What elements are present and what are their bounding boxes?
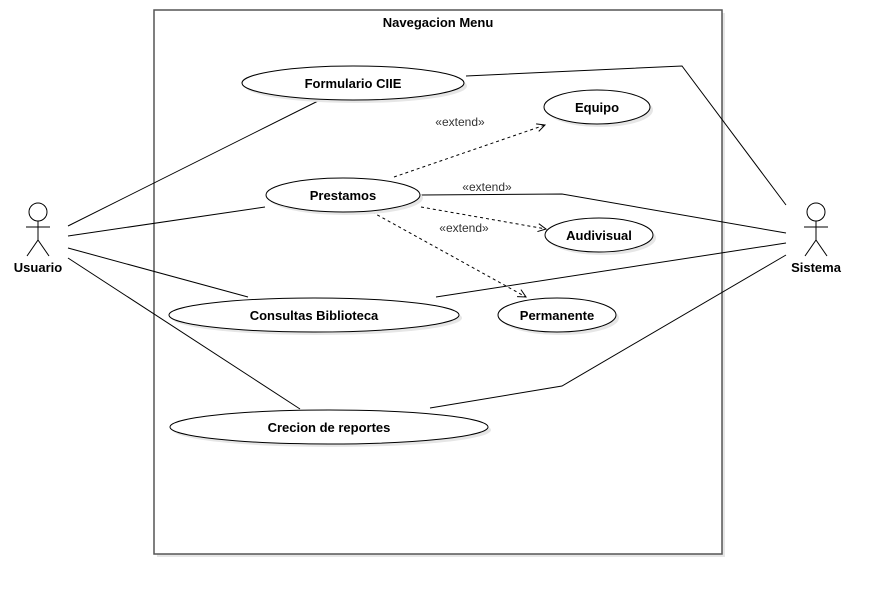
- stick-figure-icon: [804, 202, 828, 257]
- use-case-equipo[interactable]: Equipo: [543, 89, 653, 127]
- use-case-reportes[interactable]: Crecion de reportes: [169, 409, 491, 447]
- extend-relations: «extend» «extend» «extend»: [371, 115, 546, 297]
- use-case-prestamos-label: Prestamos: [310, 188, 376, 203]
- association-usuario-consultas[interactable]: [67, 247, 249, 298]
- use-case-equipo-label: Equipo: [575, 100, 619, 115]
- system-boundary-title: Navegacion Menu: [383, 15, 494, 30]
- extend-arrow-permanente[interactable]: [371, 211, 526, 297]
- actor-usuario[interactable]: Usuario: [14, 202, 62, 275]
- association-consultas-sistema[interactable]: [435, 242, 787, 298]
- use-case-audiovisual[interactable]: Audivisual: [544, 217, 656, 255]
- use-case-reportes-label: Crecion de reportes: [268, 420, 391, 435]
- association-prestamos-sistema[interactable]: [420, 193, 787, 234]
- use-case-consultas-label: Consultas Biblioteca: [250, 308, 379, 323]
- associations: [67, 65, 787, 410]
- actor-usuario-label: Usuario: [14, 260, 62, 275]
- extend-label-permanente: «extend»: [439, 221, 489, 235]
- association-usuario-prestamos[interactable]: [67, 206, 266, 237]
- actor-sistema-label: Sistema: [791, 260, 842, 275]
- extend-label-equipo: «extend»: [435, 115, 485, 129]
- use-case-formulario-label: Formulario CIIE: [305, 76, 402, 91]
- extend-arrow-equipo[interactable]: [393, 125, 545, 178]
- association-formulario-sistema[interactable]: [465, 65, 787, 206]
- use-case-consultas[interactable]: Consultas Biblioteca: [168, 297, 462, 335]
- use-case-permanente-label: Permanente: [520, 308, 594, 323]
- association-usuario-reportes[interactable]: [67, 257, 301, 410]
- use-case-audiovisual-label: Audivisual: [566, 228, 632, 243]
- use-case-permanente[interactable]: Permanente: [497, 297, 619, 335]
- use-case-prestamos[interactable]: Prestamos: [265, 177, 423, 215]
- association-usuario-formulario[interactable]: [67, 100, 319, 227]
- stick-figure-icon: [26, 202, 50, 257]
- use-case-formulario[interactable]: Formulario CIIE: [241, 65, 467, 103]
- extend-label-audiovisual: «extend»: [462, 180, 512, 194]
- actor-sistema[interactable]: Sistema: [791, 202, 842, 275]
- association-reportes-sistema[interactable]: [429, 254, 787, 409]
